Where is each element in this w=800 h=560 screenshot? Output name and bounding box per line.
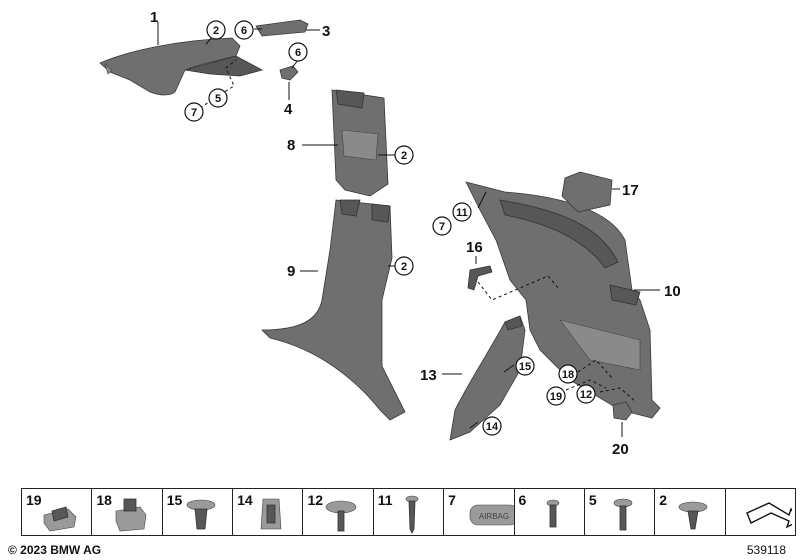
- legend-cell-14: 14: [232, 488, 304, 536]
- callout-circle-15: [515, 356, 535, 376]
- legend-cell-11: 11: [372, 488, 445, 536]
- callout-18: 18: [562, 369, 574, 381]
- legend-number: 7: [448, 492, 456, 508]
- callout-6b: 6: [295, 47, 301, 59]
- callout-circle-6b: [288, 42, 308, 62]
- callout-3: 3: [322, 23, 330, 40]
- push-rivet-icon: [678, 501, 708, 530]
- callout-8: 8: [287, 137, 295, 154]
- callout-circle-19: [546, 386, 566, 406]
- callout-1: 1: [150, 9, 158, 26]
- legend-number: 15: [166, 492, 183, 508]
- part-1-a-pillar-trim: [99, 37, 264, 96]
- airbag-badge-icon: AIRBAG: [469, 504, 515, 526]
- part-13-trim: [449, 315, 526, 441]
- callout-10: 10: [664, 283, 681, 300]
- callout-circle-2b: [394, 145, 414, 165]
- legend-cell-arrow: [724, 488, 796, 536]
- callout-circle-7: [184, 102, 204, 122]
- callout-14: 14: [486, 421, 499, 433]
- callout-circle-14: [482, 416, 502, 436]
- part-10-c-pillar-trim: [465, 181, 661, 419]
- callout-16: 16: [466, 239, 483, 256]
- callout-circle-18: [558, 364, 578, 384]
- legend-number: 12: [307, 492, 324, 508]
- legend-cell-7: 7 AIRBAG: [443, 488, 515, 536]
- callout-13: 13: [420, 367, 437, 384]
- callouts: 1 2 6 3 6 4 7 5 8 2 9 2 7 11 16 17 10 13…: [150, 9, 681, 458]
- legend-cell-6: 6: [513, 488, 585, 536]
- callout-circle-2: [206, 20, 226, 40]
- legend-cell-18: 18: [91, 488, 163, 536]
- callout-circle-11: [452, 202, 472, 222]
- callout-5: 5: [215, 93, 221, 105]
- airbag-badge-text: AIRBAG: [479, 512, 509, 521]
- callout-2b: 2: [401, 150, 407, 162]
- clip-18-icon: [116, 498, 147, 532]
- part-3-bracket: [255, 19, 309, 37]
- parts-legend: 19 18 15 14 12 11 7 AIRBAG 6 5 2: [21, 488, 796, 538]
- part-4-clip: [279, 65, 299, 81]
- callout-11: 11: [456, 207, 468, 219]
- callout-15: 15: [519, 361, 531, 373]
- callout-17: 17: [622, 182, 639, 199]
- callout-circle-6: [234, 20, 254, 40]
- callout-circle-5: [208, 88, 228, 108]
- legend-number: 19: [26, 492, 42, 508]
- screw-11-icon: [405, 495, 419, 534]
- part-17-module: [561, 171, 613, 213]
- callout-7b: 7: [439, 221, 445, 233]
- blind-rivet-icon: [546, 499, 559, 528]
- part-20-clip: [612, 401, 633, 421]
- callout-2: 2: [213, 25, 219, 37]
- document-number: 539118: [746, 543, 786, 557]
- clip-14-icon: [260, 498, 282, 530]
- callout-20: 20: [612, 441, 629, 458]
- part-9-b-pillar-lower-trim: [261, 199, 406, 421]
- legend-number: 11: [377, 492, 393, 508]
- legend-cell-19: 19: [21, 488, 93, 536]
- legend-number: 5: [588, 492, 597, 508]
- expanding-rivet-icon: [186, 499, 216, 530]
- legend-number: 6: [518, 492, 527, 508]
- callout-2c: 2: [401, 261, 407, 273]
- callout-4: 4: [284, 101, 293, 118]
- clip-19-icon: [43, 506, 77, 532]
- callout-9: 9: [287, 263, 295, 280]
- callout-19: 19: [550, 391, 562, 403]
- legend-cell-5: 5: [583, 488, 656, 536]
- arrow-icon: [745, 502, 792, 529]
- part-8-b-pillar-upper-trim: [331, 89, 389, 197]
- callout-circle-12: [576, 384, 596, 404]
- copyright-notice: © 2023 BMW AG: [8, 543, 102, 557]
- legend-number: 14: [237, 492, 253, 508]
- callout-circle-2c: [394, 256, 414, 276]
- legend-number: 2: [659, 492, 668, 508]
- flange-screw-icon: [613, 498, 633, 531]
- callout-circle-7b: [432, 216, 452, 236]
- collar-screw-icon: [326, 500, 357, 532]
- part-16-small-part: [467, 265, 493, 291]
- legend-number: 18: [96, 492, 112, 508]
- callout-12: 12: [580, 389, 592, 401]
- callout-6: 6: [241, 25, 247, 37]
- legend-cell-2: 2: [654, 488, 726, 536]
- legend-cell-12: 12: [302, 488, 374, 536]
- legend-cell-15: 15: [161, 488, 234, 536]
- callout-7: 7: [191, 107, 197, 119]
